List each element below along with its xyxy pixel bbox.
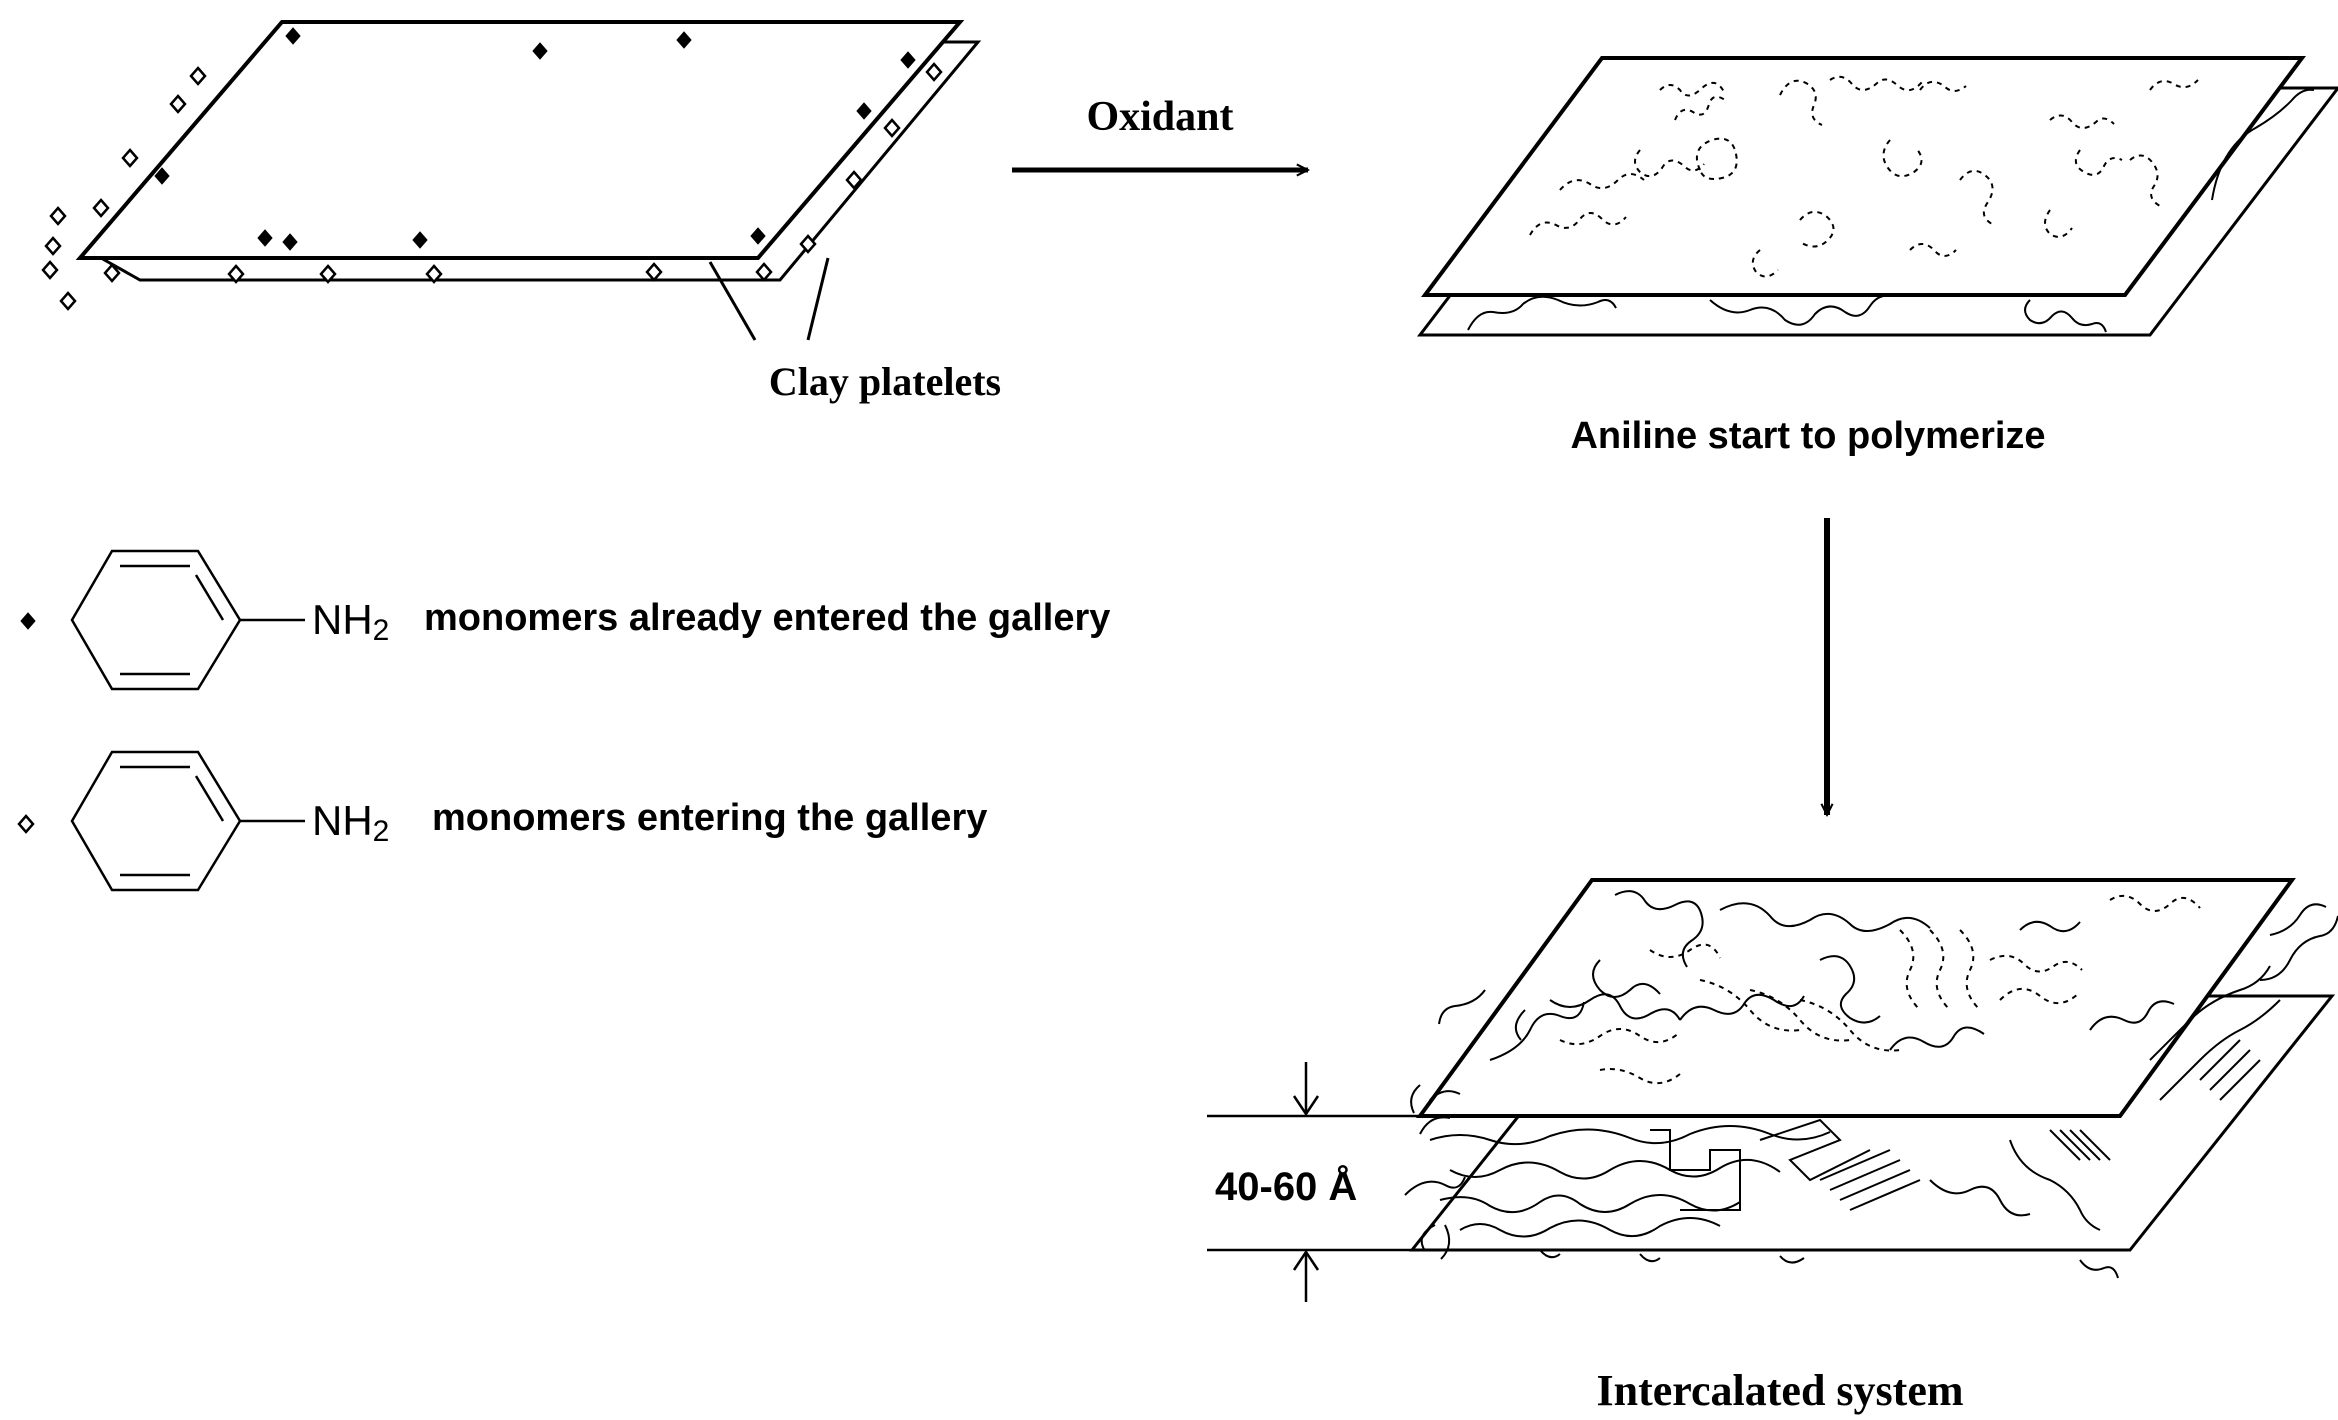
- platelet-pointer-line: [806, 257, 830, 341]
- open-monomer-marker: [425, 264, 443, 284]
- open-monomer-marker: [755, 262, 773, 282]
- open-monomer-marker: [169, 94, 187, 114]
- polymerizing-platelet-upper: [1421, 56, 2306, 297]
- open-monomer-marker: [319, 264, 337, 284]
- open-monomer-marker: [189, 66, 207, 86]
- oxidant-label: Oxidant: [1086, 94, 1233, 140]
- open-monomer-marker: [49, 206, 67, 226]
- legend-amine-label: NH2: [312, 596, 389, 647]
- polymer-chain-solid: [2024, 299, 2107, 333]
- filled-monomer-marker: [900, 51, 916, 69]
- open-monomer-marker: [799, 234, 817, 254]
- open-monomer-marker: [925, 62, 943, 82]
- filled-monomer-marker: [856, 102, 872, 120]
- legend-amine-label: NH2: [312, 797, 389, 848]
- clay-platelets-group: [75, 20, 982, 341]
- intercalated-surface-dashed: [1559, 894, 2201, 1085]
- clay-platelets-label: Clay platelets: [769, 359, 1001, 404]
- polymer-chain-solid: [1467, 295, 1617, 331]
- open-monomer-marker: [41, 260, 59, 280]
- dimension-arrowhead-top: [1292, 1095, 1320, 1117]
- legend-entering: NH2 monomers entering the gallery: [17, 750, 987, 892]
- benzene-ring-icon: [70, 750, 305, 892]
- filled-monomer-marker: [282, 233, 298, 251]
- monomers-entering: [41, 62, 943, 311]
- spacing-dimension: [1207, 1062, 1420, 1302]
- intercalated-chains: [1404, 1118, 2119, 1279]
- intercalated-surface-chains: [1410, 890, 2338, 1135]
- open-monomer-marker: [883, 118, 901, 138]
- intercalated-system-label: Intercalated system: [1597, 1366, 1964, 1415]
- filled-monomer-marker: [750, 227, 766, 245]
- filled-monomer-marker: [285, 27, 301, 45]
- monomers-entered: [154, 27, 916, 251]
- legend-entered-text: monomers already entered the gallery: [424, 597, 1110, 639]
- polymer-chain-solid: [2211, 88, 2315, 201]
- open-monomer-marker: [121, 148, 139, 168]
- platelet-pointer-line: [708, 261, 757, 341]
- open-monomer-marker: [845, 170, 863, 190]
- legend-entering-text: monomers entering the gallery: [432, 797, 987, 839]
- open-monomer-marker: [227, 264, 245, 284]
- spacing-label: 40-60 Å: [1215, 1164, 1357, 1209]
- open-monomer-marker: [59, 291, 77, 311]
- open-diamond-icon: [17, 814, 35, 834]
- open-monomer-marker: [44, 236, 62, 256]
- benzene-ring-icon: [70, 549, 305, 691]
- filled-monomer-marker: [412, 231, 428, 249]
- filled-monomer-marker: [257, 229, 273, 247]
- open-monomer-marker: [645, 262, 663, 282]
- filled-monomer-marker: [532, 42, 548, 60]
- intercalated-platelet-upper: [1416, 878, 2296, 1118]
- filled-diamond-icon: [20, 612, 36, 630]
- clay-platelet-upper: [75, 20, 965, 260]
- polymer-chain-solid: [1709, 294, 1891, 326]
- legend-entered: NH2 monomers already entered the gallery: [20, 549, 1110, 691]
- aniline-polymerize-label: Aniline start to polymerize: [1570, 415, 2045, 457]
- dimension-arrowhead-bottom: [1292, 1249, 1320, 1271]
- open-monomer-marker: [103, 263, 121, 283]
- intercalated-platelets: [1404, 878, 2338, 1279]
- open-monomer-marker: [92, 198, 110, 218]
- polymer-chains-dashed: [1529, 75, 2199, 278]
- polymerizing-platelets: [1416, 56, 2338, 337]
- filled-monomer-marker: [154, 167, 170, 185]
- filled-monomer-marker: [676, 31, 692, 49]
